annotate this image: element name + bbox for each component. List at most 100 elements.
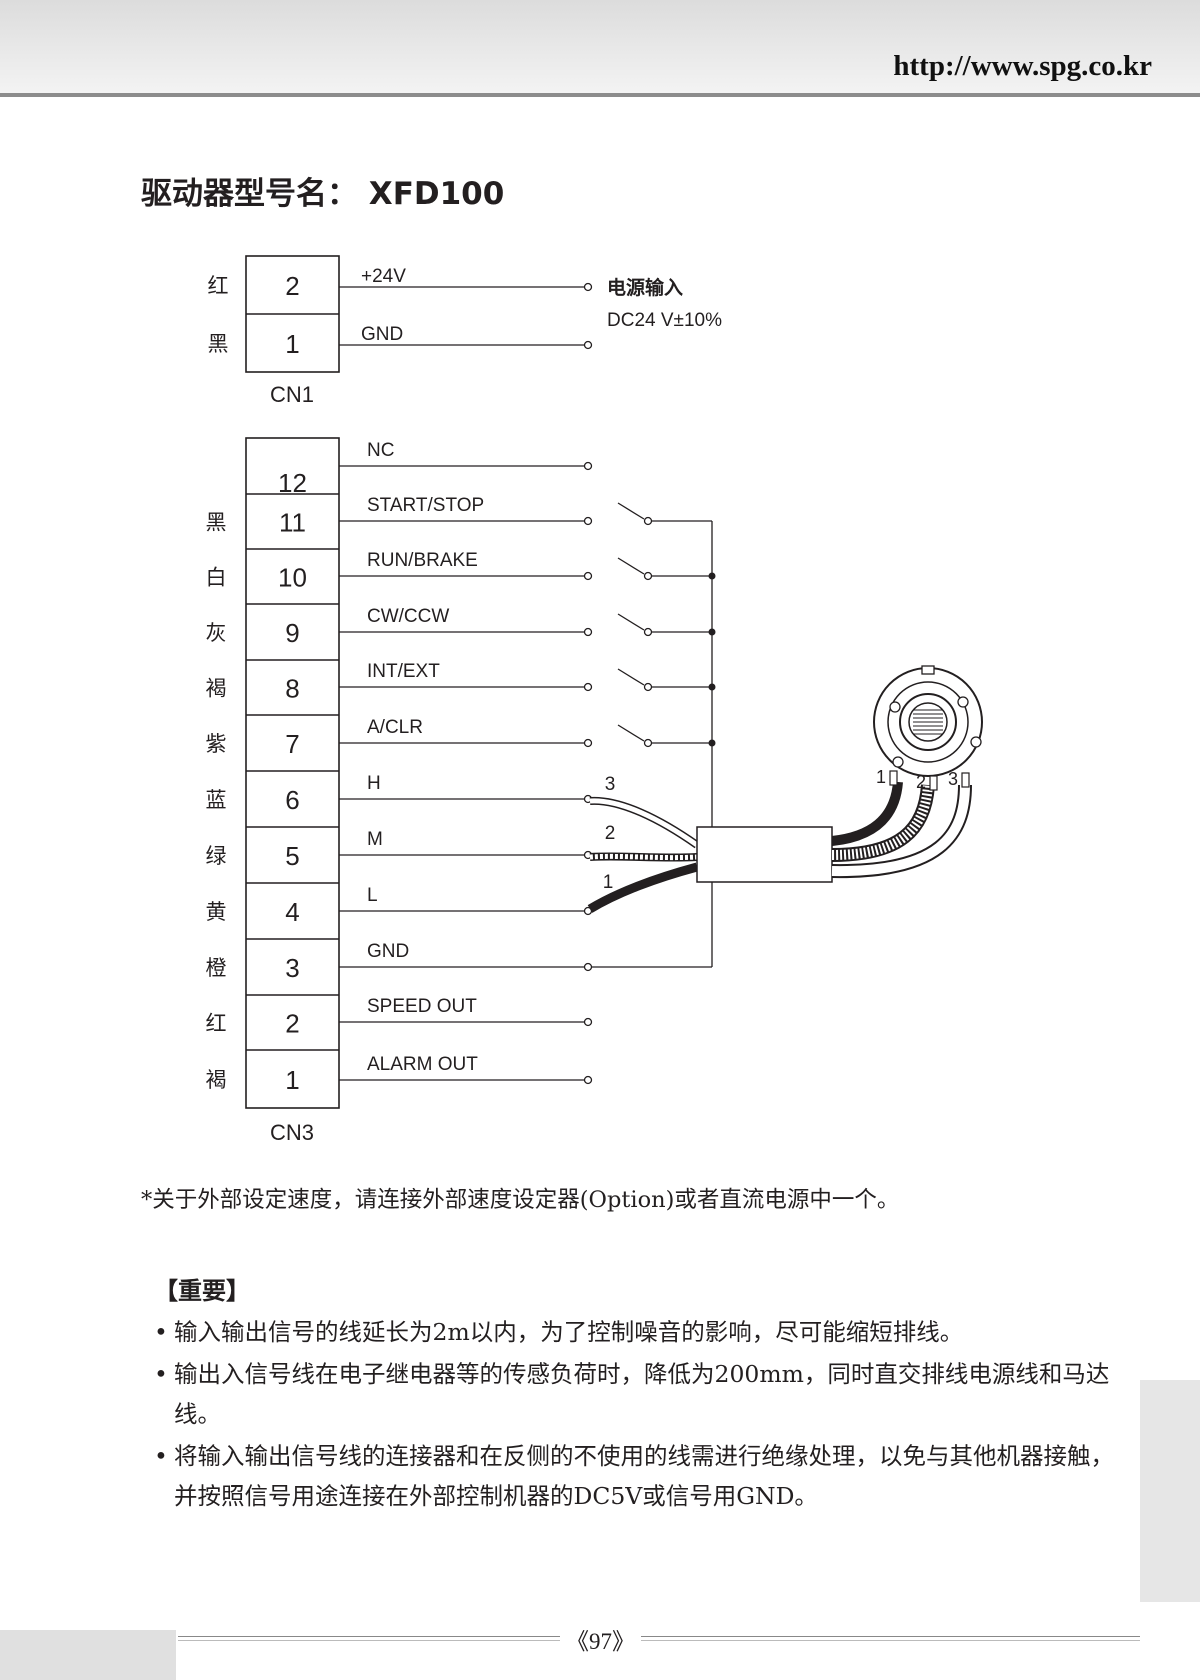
important-bullet-3: • 将输入输出信号线的连接器和在反侧的不使用的线需进行绝缘处理，以免与其他机器接… (154, 1436, 1120, 1516)
pot-mount-hole (957, 696, 969, 708)
pot-terminal (889, 770, 898, 786)
cn3-signal-label: NC (367, 440, 394, 461)
switch-contact (643, 738, 653, 748)
cn3-wire-color: 黄 (206, 901, 227, 924)
cn3-wire-color: 灰 (206, 622, 227, 645)
cn3-pin-number: 10 (278, 563, 307, 593)
cn1-wire-color: 红 (208, 275, 229, 298)
header-url[interactable]: http://www.spg.co.kr (893, 50, 1152, 82)
important-bullet-2: • 输出入信号线在电子继电器等的传感负荷时，降低为200mm，同时直交排线电源线… (154, 1354, 1120, 1434)
footer-block (0, 1630, 176, 1680)
cn1-terminal (583, 282, 593, 292)
cn3-signal-label: GND (367, 941, 409, 962)
cn3-connector: 12NC11黑START/STOP10白RUN/BRAKE9灰CW/CCW8褐I… (206, 437, 593, 1145)
cn3-wire-color: 白 (206, 567, 227, 590)
switch-blade (617, 724, 645, 742)
header-rule (0, 93, 1200, 97)
cn3-terminal (583, 1017, 593, 1027)
power-input-label: 电源输入 (607, 276, 683, 299)
pot-key (921, 665, 935, 675)
cn3-terminal (583, 682, 593, 692)
cn3-signal-label: L (367, 885, 378, 906)
pot-wire-2-fill (831, 784, 933, 860)
wire-number-label: 2 (605, 823, 616, 844)
cn3-pin-number: 1 (285, 1065, 299, 1095)
cn3-signal-label: INT/EXT (367, 661, 440, 682)
pot-terminal (929, 775, 938, 791)
switch-blade (617, 613, 645, 631)
cn3-signal-label: ALARM OUT (367, 1054, 478, 1075)
cn3-pin-number: 7 (285, 729, 299, 759)
cn3-signal-label: START/STOP (367, 495, 484, 516)
cn3-terminal (583, 516, 593, 526)
wire-m-fill (589, 853, 698, 861)
cn3-signal-label: CW/CCW (367, 606, 449, 627)
cn3-terminal (583, 1075, 593, 1085)
cn3-pin-number: 4 (285, 897, 299, 927)
wire-h-fill (589, 798, 699, 848)
pot-mount-hole (892, 756, 904, 768)
pot-mount-hole (889, 701, 901, 713)
cn3-signal-label: H (367, 773, 381, 794)
cn3-terminal (583, 962, 593, 972)
switch-network (592, 502, 716, 968)
cn1-signal-label: GND (361, 324, 403, 345)
bullet-dot: • (154, 1318, 168, 1346)
cn3-pin-number: 9 (285, 618, 299, 648)
pot-mount-hole (970, 736, 982, 748)
cn3-box (245, 437, 340, 1109)
wire-number-label: 3 (605, 774, 616, 795)
bullet-dot: • (154, 1360, 168, 1388)
cable-sleeve (696, 826, 833, 883)
switch-contact (643, 682, 653, 692)
pot-wire-1 (831, 781, 903, 846)
page-number: 《97》 (560, 1622, 641, 1656)
cn1-pin-number: 2 (285, 271, 299, 301)
pot-terminal (961, 772, 970, 788)
pot-terminal-label: 3 (948, 769, 958, 789)
bullet-dot: • (154, 1442, 168, 1470)
switch-blade (617, 668, 645, 686)
cn3-signal-label: SPEED OUT (367, 996, 477, 1017)
cn3-name: CN3 (270, 1120, 314, 1145)
cn3-pin-number: 6 (285, 785, 299, 815)
header-bar (0, 0, 1200, 93)
switch-contact (643, 516, 653, 526)
important-bullet-1: • 输入输出信号的线延长为2m以内，为了控制噪音的影响，尽可能缩短排线。 (154, 1312, 1120, 1352)
cn3-signal-label: M (367, 829, 383, 850)
cn3-wire-color: 红 (206, 1013, 227, 1036)
cn1-name: CN1 (270, 382, 314, 407)
bullet-text: 输出入信号线在电子继电器等的传感负荷时，降低为200mm，同时直交排线电源线和马… (174, 1360, 1110, 1428)
cn3-pin-number: 12 (278, 468, 307, 498)
cn3-wire-color: 蓝 (206, 789, 227, 812)
cn3-pin-number: 5 (285, 841, 299, 871)
cn1-terminal (583, 340, 593, 350)
cn3-wire-color: 绿 (206, 845, 227, 868)
cn3-terminal (583, 461, 593, 471)
switch-contact (643, 627, 653, 637)
cn3-terminal (583, 627, 593, 637)
cn3-pin-number: 2 (285, 1009, 299, 1039)
switch-contact (643, 571, 653, 581)
cn3-signal-label: A/CLR (367, 717, 423, 738)
wire-l (587, 862, 699, 913)
switch-blade (617, 557, 645, 575)
important-title: 【重要】 (154, 1276, 250, 1305)
cn3-terminal (583, 738, 593, 748)
footer-rule (178, 1636, 1140, 1637)
cn1-wire-color: 黑 (208, 333, 229, 356)
cn1-signal-label: +24V (361, 266, 406, 287)
speed-setting-note: *关于外部设定速度，请连接外部速度设定器(Option)或者直流电源中一个。 (141, 1187, 900, 1213)
bullet-text: 将输入输出信号线的连接器和在反侧的不使用的线需进行绝缘处理，以免与其他机器接触，… (174, 1442, 1114, 1510)
cn3-pin-number: 3 (285, 953, 299, 983)
switch-blade (617, 502, 645, 520)
pot-wire-3-fill (831, 784, 970, 877)
cn3-wire-color: 褐 (206, 678, 227, 701)
cn3-pin-number: 8 (285, 674, 299, 704)
footer-rule-secondary (178, 1640, 1140, 1641)
cn3-signal-label: RUN/BRAKE (367, 550, 478, 571)
cn1-pin-number: 1 (285, 329, 299, 359)
